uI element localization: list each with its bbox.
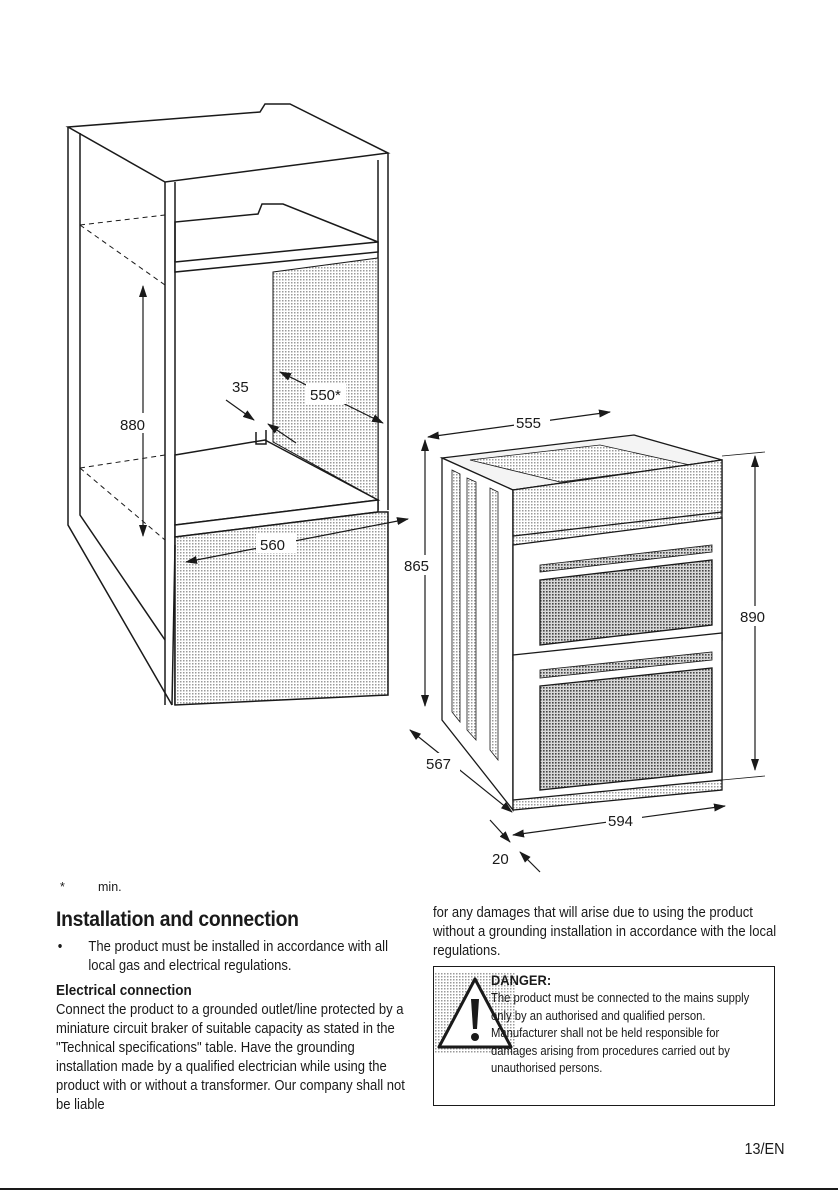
dimension-567: 567 bbox=[426, 756, 451, 773]
dimension-880: 880 bbox=[120, 417, 145, 434]
electrical-connection-text: Connect the product to a grounded outlet… bbox=[56, 1002, 405, 1113]
bullet-symbol: • bbox=[57, 939, 63, 955]
electrical-connection-title: Electrical connection bbox=[56, 982, 192, 999]
dimension-35: 35 bbox=[232, 379, 249, 396]
dimension-20: 20 bbox=[492, 851, 509, 868]
installation-diagram: 880 550* 35 560 555 bbox=[65, 103, 766, 873]
section-title: Installation and connection bbox=[56, 908, 299, 931]
danger-warning-box: DANGER: The product must be connected to… bbox=[433, 966, 775, 1106]
dimension-594: 594 bbox=[608, 813, 633, 830]
oven-drawing bbox=[439, 434, 723, 812]
dimension-555: 555 bbox=[516, 415, 541, 432]
warning-triangle-icon bbox=[435, 973, 515, 1053]
dimension-865: 865 bbox=[404, 558, 429, 575]
dimension-890: 890 bbox=[740, 609, 765, 626]
dimension-560: 560 bbox=[260, 537, 285, 554]
footnote-symbol: * bbox=[60, 880, 65, 894]
left-column: Installation and connection • The produc… bbox=[56, 908, 408, 1115]
danger-text: The product must be connected to the mai… bbox=[491, 991, 750, 1075]
footnote: * min. bbox=[60, 880, 122, 894]
cabinet-dimension-lines bbox=[139, 285, 409, 564]
right-column: for any damages that will arise due to u… bbox=[433, 904, 783, 961]
bottom-rule bbox=[0, 1188, 838, 1190]
bullet-text: The product must be installed in accorda… bbox=[88, 939, 388, 974]
electrical-connection-text-continued: for any damages that will arise due to u… bbox=[433, 905, 777, 959]
bullet-item: • The product must be installed in accor… bbox=[56, 938, 407, 976]
footnote-text: min. bbox=[98, 880, 122, 894]
page-number: 13/EN bbox=[743, 1141, 784, 1158]
cabinet-drawing bbox=[65, 103, 391, 706]
dimension-550: 550* bbox=[310, 387, 341, 404]
danger-title: DANGER: bbox=[491, 972, 552, 988]
